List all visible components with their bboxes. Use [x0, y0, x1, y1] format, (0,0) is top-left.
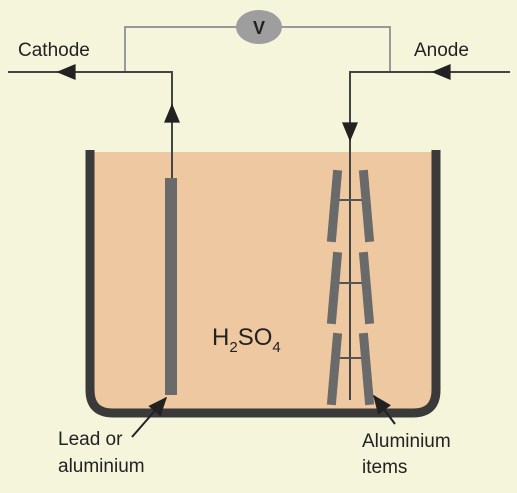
- electrolyte: [90, 152, 436, 413]
- aluminium-items: [326, 169, 375, 406]
- cathode-plate: [165, 178, 177, 395]
- voltmeter-circuit: [124, 26, 238, 72]
- voltmeter-circuit-right: [280, 26, 391, 72]
- aluminium-item: [358, 169, 375, 243]
- lead-label-line2: aluminium: [58, 456, 145, 477]
- items-pointer-arrow: [373, 394, 396, 425]
- aluminium-item: [358, 251, 375, 325]
- tank: [85, 150, 441, 418]
- aluminium-item: [326, 169, 343, 243]
- cathode-label: Cathode: [18, 40, 90, 61]
- voltmeter-label: V: [253, 18, 265, 38]
- aluminium-item: [326, 251, 343, 325]
- lead-pointer-arrow: [131, 396, 168, 438]
- voltmeter: [236, 10, 282, 44]
- items-label-line2: items: [362, 457, 407, 478]
- aluminium-item: [358, 332, 375, 406]
- anode-label: Anode: [414, 40, 469, 61]
- formula-so: SO: [238, 324, 273, 351]
- formula-sub-4: 4: [272, 339, 280, 356]
- aluminium-item: [326, 332, 343, 406]
- electrolyte-formula: H2SO4: [212, 324, 281, 356]
- items-label-line1: Aluminium: [362, 431, 451, 452]
- formula-sub-2: 2: [229, 339, 237, 356]
- lead-label-line1: Lead or: [58, 429, 123, 450]
- formula-h: H: [212, 324, 229, 351]
